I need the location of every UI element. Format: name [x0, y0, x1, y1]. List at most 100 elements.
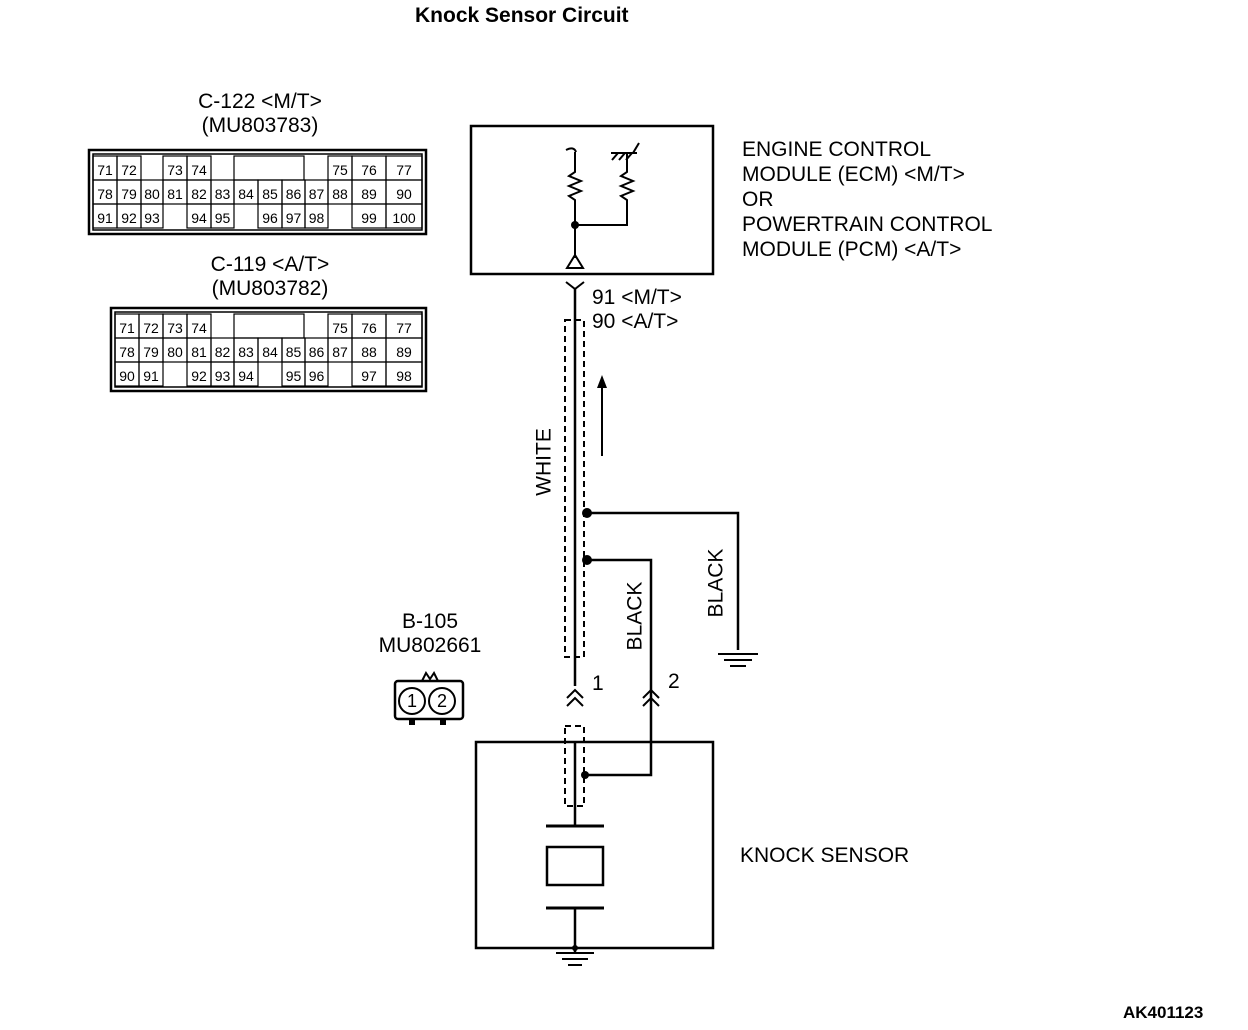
- pin-label-2: 2: [668, 670, 680, 693]
- c122-pin-100: 100: [392, 210, 416, 226]
- c122-pin-96: 96: [262, 210, 278, 226]
- ground-symbol-sensor: [556, 952, 594, 966]
- b105-title: B-105 MU802661: [360, 610, 500, 658]
- b105-name: B-105: [401, 610, 459, 633]
- c119-pin-cell: [138, 361, 164, 387]
- c122-pin-82: 82: [191, 186, 207, 202]
- ecm-junction-dot: [571, 221, 579, 229]
- c122-pin-cell: [304, 203, 329, 229]
- diagram-code: AK401123: [1123, 1003, 1204, 1022]
- c122-pin-92: 92: [121, 210, 137, 226]
- ecm-label-line2: MODULE (ECM) <M/T>: [742, 163, 965, 186]
- ecm-box: [469, 124, 715, 276]
- c119-pin-86: 86: [309, 344, 325, 360]
- c122-pin-85: 85: [262, 186, 278, 202]
- pin-label-1: 1: [592, 672, 604, 695]
- c122-pin-79: 79: [121, 186, 137, 202]
- wire-shield-upper: [564, 319, 585, 658]
- terminal-label-at: 90 <A/T>: [592, 310, 679, 333]
- c119-pin-97: 97: [361, 368, 377, 384]
- c122-pin-75: 75: [332, 162, 348, 178]
- c122-title: C-122 <M/T> (MU803783): [170, 90, 350, 138]
- c119-pin-75: 75: [332, 320, 348, 336]
- c122-name: C-122 <M/T>: [198, 90, 322, 113]
- c119-pin-cell: [385, 361, 423, 387]
- b105-pin-2: 2: [437, 691, 447, 711]
- c119-pin-89: 89: [396, 344, 412, 360]
- c122-pin-83: 83: [215, 186, 231, 202]
- sensor-ground-dot: [572, 945, 578, 951]
- c119-pin-88: 88: [361, 344, 377, 360]
- ecm-supply-symbol: [565, 147, 577, 153]
- c122-pin-93: 93: [144, 210, 160, 226]
- knock-sensor-label: KNOCK SENSOR: [740, 844, 910, 867]
- c122-part: (MU803783): [201, 114, 319, 137]
- c122-pin-98: 98: [309, 210, 325, 226]
- c122-pin-cell: [385, 203, 423, 229]
- diagram-title: Knock Sensor Circuit: [415, 4, 629, 27]
- c122-pin-71: 71: [97, 162, 113, 178]
- c119-outer-frame: [109, 306, 428, 393]
- ecm-label-line5: MODULE (PCM) <A/T>: [742, 238, 962, 261]
- terminal-label-mt: 91 <M/T>: [592, 286, 682, 309]
- c122-pin-73: 73: [167, 162, 183, 178]
- knock-sensor-box: [474, 740, 715, 950]
- ecm-resistor-left: [566, 152, 584, 258]
- c119-pin-71: 71: [119, 320, 135, 336]
- c122-pin-91: 91: [97, 210, 113, 226]
- ecm-resistor-right: [575, 153, 636, 226]
- ecm-label: ENGINE CONTROL MODULE (ECM) <M/T> OR POW…: [742, 137, 992, 262]
- c122-pin-72: 72: [121, 162, 137, 178]
- c122-pin-90: 90: [396, 186, 412, 202]
- c122-pin-86: 86: [286, 186, 302, 202]
- c122-pin-88: 88: [332, 186, 348, 202]
- signal-direction-arrow: [597, 375, 607, 456]
- c119-pin-91: 91: [143, 368, 159, 384]
- c122-pin-81: 81: [167, 186, 183, 202]
- c122-pin-99: 99: [361, 210, 377, 226]
- c122-pin-74: 74: [191, 162, 207, 178]
- b105-connector-chevrons: [566, 688, 660, 707]
- b105-part: MU802661: [378, 634, 482, 657]
- c119-pin-79: 79: [143, 344, 159, 360]
- c119-pin-96: 96: [309, 368, 325, 384]
- c119-pin-82: 82: [215, 344, 231, 360]
- c119-pin-80: 80: [167, 344, 183, 360]
- c122-pin-84: 84: [238, 186, 254, 202]
- c122-pin-76: 76: [361, 162, 377, 178]
- c122-pin-77: 77: [396, 162, 412, 178]
- b105-connector-drawing: 1 2: [393, 671, 465, 725]
- c119-pin-95: 95: [286, 368, 302, 384]
- c119-pin-76: 76: [361, 320, 377, 336]
- c119-pin-81: 81: [191, 344, 207, 360]
- ecm-internal-circuit: [565, 142, 640, 269]
- c122-pin-95: 95: [215, 210, 231, 226]
- c119-part: (MU803782): [211, 277, 329, 300]
- c119-pin-77: 77: [396, 320, 412, 336]
- c119-key-slot: [233, 313, 305, 339]
- c122-key-slot: [233, 155, 305, 181]
- c119-pin-87: 87: [332, 344, 348, 360]
- c119-pin-84: 84: [262, 344, 278, 360]
- c122-pin-87: 87: [309, 186, 325, 202]
- c119-pin-94: 94: [238, 368, 254, 384]
- c119-pin-93: 93: [215, 368, 231, 384]
- c119-pin-cell: [233, 361, 259, 387]
- c119-pin-73: 73: [167, 320, 183, 336]
- shield-junction-dot: [582, 508, 592, 518]
- c122-pin-89: 89: [361, 186, 377, 202]
- c119-title: C-119 <A/T> (MU803782): [180, 253, 360, 301]
- shield-ground-wire: [585, 511, 740, 650]
- c122-pin-cell: [210, 203, 235, 229]
- c119-pin-92: 92: [191, 368, 207, 384]
- ecm-connector-chevron: [565, 281, 585, 291]
- piezo-crystal: [545, 845, 605, 887]
- b105-pin-1: 1: [407, 691, 417, 711]
- ecm-label-line1: ENGINE CONTROL: [742, 138, 932, 161]
- c119-pin-90: 90: [119, 368, 135, 384]
- c122-pin-78: 78: [97, 186, 113, 202]
- black-wire-sensor: [585, 558, 653, 777]
- c119-pin-85: 85: [286, 344, 302, 360]
- c122-pin-97: 97: [286, 210, 302, 226]
